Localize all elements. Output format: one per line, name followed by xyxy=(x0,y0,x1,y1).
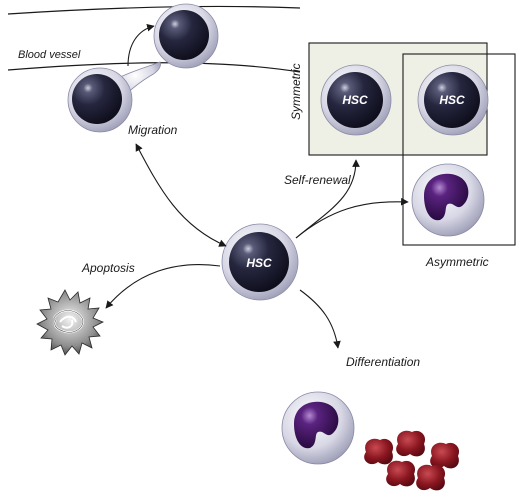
differentiation-arrow xyxy=(299,289,341,349)
self-renewal-arrow-symmetric xyxy=(295,159,360,239)
differentiation-label: Differentiation xyxy=(346,355,420,369)
blood-vessel-upper-wall xyxy=(7,5,301,15)
migration-label: Migration xyxy=(128,123,178,137)
svg-text:HSC: HSC xyxy=(246,256,272,270)
symmetric-hsc-cell-2: HSC xyxy=(417,64,489,136)
red-blood-cells xyxy=(364,430,460,491)
blood-vessel-label: Blood vessel xyxy=(18,49,81,61)
apoptosis-arrow xyxy=(105,263,221,309)
differentiated-leukocyte xyxy=(281,391,355,465)
asymmetric-box xyxy=(402,53,516,246)
svg-text:HSC: HSC xyxy=(342,93,368,107)
central-hsc-cell: HSC xyxy=(221,223,299,301)
asymmetric-differentiated-cell xyxy=(411,163,485,237)
symmetric-label: Symmetric xyxy=(289,63,303,120)
migration-arrow xyxy=(135,143,227,247)
circulating-cell xyxy=(153,3,219,69)
asymmetric-label: Asymmetric xyxy=(425,255,489,269)
apoptotic-cell xyxy=(36,289,104,356)
apoptosis-label: Apoptosis xyxy=(81,261,135,275)
self-renewal-arrow-asymmetric xyxy=(295,197,409,239)
symmetric-hsc-cell-1: HSC xyxy=(320,64,392,136)
migration-curved-arrow xyxy=(127,23,155,67)
svg-text:HSC: HSC xyxy=(439,93,465,107)
self-renewal-label: Self-renewal xyxy=(284,173,351,187)
migrating-cell xyxy=(67,61,161,133)
